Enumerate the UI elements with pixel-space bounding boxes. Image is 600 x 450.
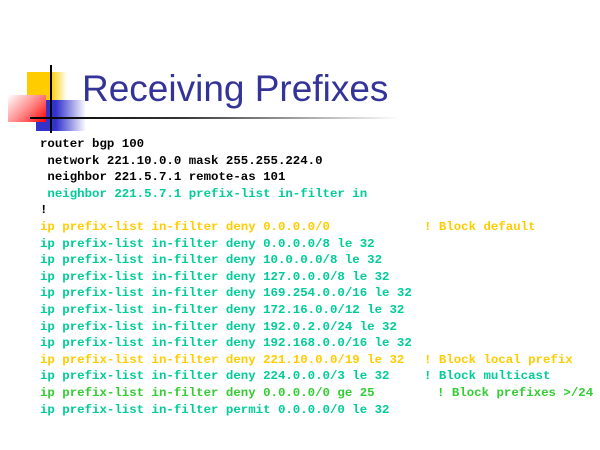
code-line: ip prefix-list in-filter deny 172.16.0.0…: [40, 302, 412, 319]
code-text: router bgp 100: [40, 137, 145, 151]
code-comment: ! Block multicast: [424, 369, 551, 384]
code-text: ip prefix-list in-filter deny 10.0.0.0/8…: [40, 253, 383, 268]
code-text: ip prefix-list in-filter deny 221.10.0.0…: [40, 352, 405, 367]
code-line: ip prefix-list in-filter deny 127.0.0.0/…: [40, 269, 412, 286]
code-text: ip prefix-list in-filter permit 0.0.0.0/…: [40, 402, 390, 417]
code-text: network 221.10.0.0 mask 255.255.224.0: [40, 153, 323, 168]
code-block: router bgp 100 network 221.10.0.0 mask 2…: [40, 136, 593, 419]
code-line: neighbor 221.5.7.1 remote-as 101: [40, 169, 412, 186]
logo-vertical-line: [50, 65, 52, 133]
code-comment: ! Block prefixes >/24: [437, 385, 594, 400]
code-comment: ! Block default: [424, 219, 536, 234]
code-line: ip prefix-list in-filter deny 169.254.0.…: [40, 285, 412, 302]
code-text: ip prefix-list in-filter deny 127.0.0.0/…: [40, 269, 390, 284]
code-text: ip prefix-list in-filter deny 0.0.0.0/0 …: [40, 385, 375, 400]
code-line: ip prefix-list in-filter deny 224.0.0.0/…: [40, 368, 550, 385]
code-line: ip prefix-list in-filter deny 10.0.0.0/8…: [40, 252, 412, 269]
code-text: ip prefix-list in-filter deny 0.0.0.0/8 …: [40, 236, 375, 251]
code-line: network 221.10.0.0 mask 255.255.224.0: [40, 153, 412, 170]
code-text: ip prefix-list in-filter deny 169.254.0.…: [40, 286, 412, 301]
code-line: ip prefix-list in-filter deny 0.0.0.0/8 …: [40, 236, 412, 253]
code-line: ip prefix-list in-filter deny 192.168.0.…: [40, 335, 412, 352]
code-line: ip prefix-list in-filter deny 0.0.0.0/0!…: [40, 219, 536, 236]
code-line: ip prefix-list in-filter deny 192.0.2.0/…: [40, 319, 412, 336]
code-text: ip prefix-list in-filter deny 192.0.2.0/…: [40, 319, 397, 334]
code-text: neighbor 221.5.7.1 remote-as 101: [40, 170, 286, 185]
code-line: ip prefix-list in-filter deny 221.10.0.0…: [40, 352, 573, 369]
code-text: ip prefix-list in-filter deny 224.0.0.0/…: [40, 369, 390, 384]
slide-title: Receiving Prefixes: [82, 68, 389, 109]
code-text: neighbor 221.5.7.1 prefix-list in-filter…: [40, 186, 368, 201]
code-text: ip prefix-list in-filter deny 172.16.0.0…: [40, 302, 405, 317]
code-text: ip prefix-list in-filter deny 192.168.0.…: [40, 336, 412, 351]
code-text: !: [40, 203, 48, 218]
code-line: ip prefix-list in-filter deny 0.0.0.0/0 …: [40, 385, 593, 402]
code-text: ip prefix-list in-filter deny 0.0.0.0/0: [40, 219, 330, 234]
code-line: router bgp 100: [40, 136, 412, 153]
code-line: !: [40, 202, 412, 219]
code-line: neighbor 221.5.7.1 prefix-list in-filter…: [40, 186, 412, 203]
code-comment: ! Block local prefix: [424, 352, 573, 367]
title-underline: [30, 117, 400, 119]
code-line: ip prefix-list in-filter permit 0.0.0.0/…: [40, 402, 412, 419]
